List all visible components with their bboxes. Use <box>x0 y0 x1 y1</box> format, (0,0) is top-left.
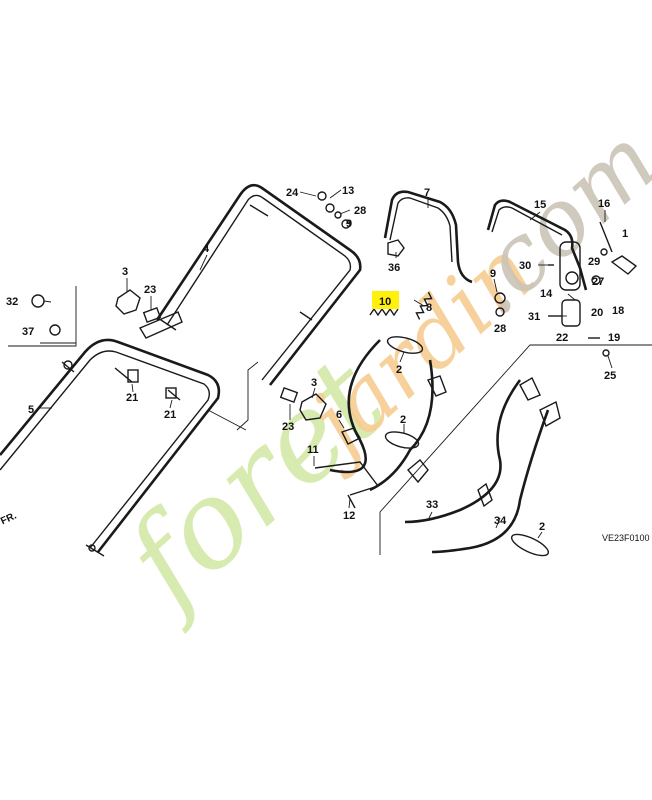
callout-2[interactable]: 2 <box>539 521 545 533</box>
callout-11[interactable]: 11 <box>307 444 319 456</box>
callout-6[interactable]: 6 <box>336 409 342 421</box>
callout-32[interactable]: 32 <box>6 296 18 308</box>
callout-7[interactable]: 7 <box>424 187 430 199</box>
callout-15[interactable]: 15 <box>534 199 546 211</box>
callout-13[interactable]: 13 <box>342 185 354 197</box>
callout-10[interactable]: 10 <box>379 296 391 308</box>
callout-36[interactable]: 36 <box>388 262 400 274</box>
cables <box>314 339 550 554</box>
callout-3[interactable]: 3 <box>122 266 128 278</box>
callout-labels: 24 13 28 9 7 15 16 1 4 36 30 29 27 3 23 … <box>6 185 628 533</box>
callout-21[interactable]: 21 <box>126 392 138 404</box>
callout-23[interactable]: 23 <box>144 284 156 296</box>
callout-30[interactable]: 30 <box>519 260 531 272</box>
callout-5[interactable]: 5 <box>28 404 34 416</box>
callout-18[interactable]: 18 <box>612 305 624 317</box>
front-marker: FR. <box>0 510 19 527</box>
control-bars <box>383 190 588 291</box>
callout-24[interactable]: 24 <box>286 187 299 199</box>
callout-8[interactable]: 8 <box>426 302 432 314</box>
callout-29[interactable]: 29 <box>588 256 600 268</box>
knob-3-upper <box>115 289 141 315</box>
callout-28[interactable]: 28 <box>354 205 366 217</box>
callout-33[interactable]: 33 <box>426 499 438 511</box>
knob-3-lower <box>299 393 327 421</box>
callout-4[interactable]: 4 <box>203 243 210 255</box>
callout-22[interactable]: 22 <box>556 332 568 344</box>
callout-12[interactable]: 12 <box>343 510 355 522</box>
section-frames <box>8 286 652 555</box>
callout-20[interactable]: 20 <box>591 307 603 319</box>
callout-14[interactable]: 14 <box>540 288 553 300</box>
callout-37[interactable]: 37 <box>22 326 34 338</box>
upper-handle <box>138 183 362 386</box>
diagram-code: VE23F0100 <box>602 533 650 543</box>
callout-34[interactable]: 34 <box>494 515 507 527</box>
callout-28[interactable]: 28 <box>494 323 506 335</box>
callout-9[interactable]: 9 <box>346 218 352 230</box>
callout-21[interactable]: 21 <box>164 409 176 421</box>
callout-23[interactable]: 23 <box>282 421 294 433</box>
callout-2[interactable]: 2 <box>396 364 402 376</box>
highlight-part-10 <box>372 291 399 309</box>
callout-1[interactable]: 1 <box>622 228 628 240</box>
callout-9[interactable]: 9 <box>490 268 496 280</box>
callout-19[interactable]: 19 <box>608 332 620 344</box>
callout-16[interactable]: 16 <box>598 198 610 210</box>
callout-3[interactable]: 3 <box>311 377 317 389</box>
fasteners <box>31 191 638 552</box>
callout-2[interactable]: 2 <box>400 414 406 426</box>
callout-27[interactable]: 27 <box>592 276 604 288</box>
callout-25[interactable]: 25 <box>604 370 616 382</box>
callout-31[interactable]: 31 <box>528 311 540 323</box>
